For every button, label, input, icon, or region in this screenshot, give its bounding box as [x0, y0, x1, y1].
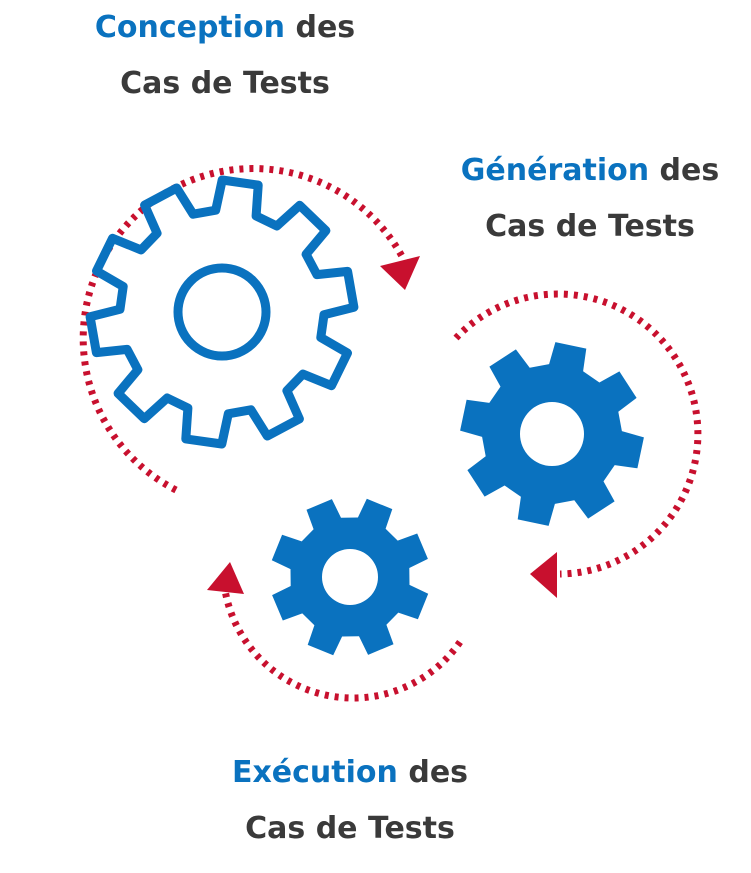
arrow-execution-dotted	[221, 589, 463, 702]
step-subtitle-generation: Cas de Tests	[485, 209, 695, 244]
step-subtitle-execution: Cas de Tests	[245, 811, 455, 846]
gear-icon-outline	[85, 175, 359, 449]
gear-icon-solid-generation	[460, 342, 644, 526]
step-label-execution: Exécution des Cas de Tests	[200, 745, 500, 857]
step-suffix-conception: des	[295, 10, 356, 45]
step-suffix-execution: des	[408, 755, 469, 790]
arrow-conception-dotted	[79, 165, 409, 494]
step-title-conception: Conception	[94, 10, 286, 45]
arrowhead-execution	[207, 562, 244, 594]
arrowhead-conception	[380, 256, 420, 290]
gear-icon-solid-execution	[271, 498, 429, 656]
step-label-conception: Conception des Cas de Tests	[60, 0, 390, 112]
step-title-execution: Exécution	[231, 755, 398, 790]
step-label-generation: Génération des Cas de Tests	[440, 143, 740, 255]
step-suffix-generation: des	[659, 153, 720, 188]
step-title-generation: Génération	[460, 153, 650, 188]
arrowhead-generation	[530, 552, 557, 598]
step-subtitle-conception: Cas de Tests	[120, 66, 330, 101]
